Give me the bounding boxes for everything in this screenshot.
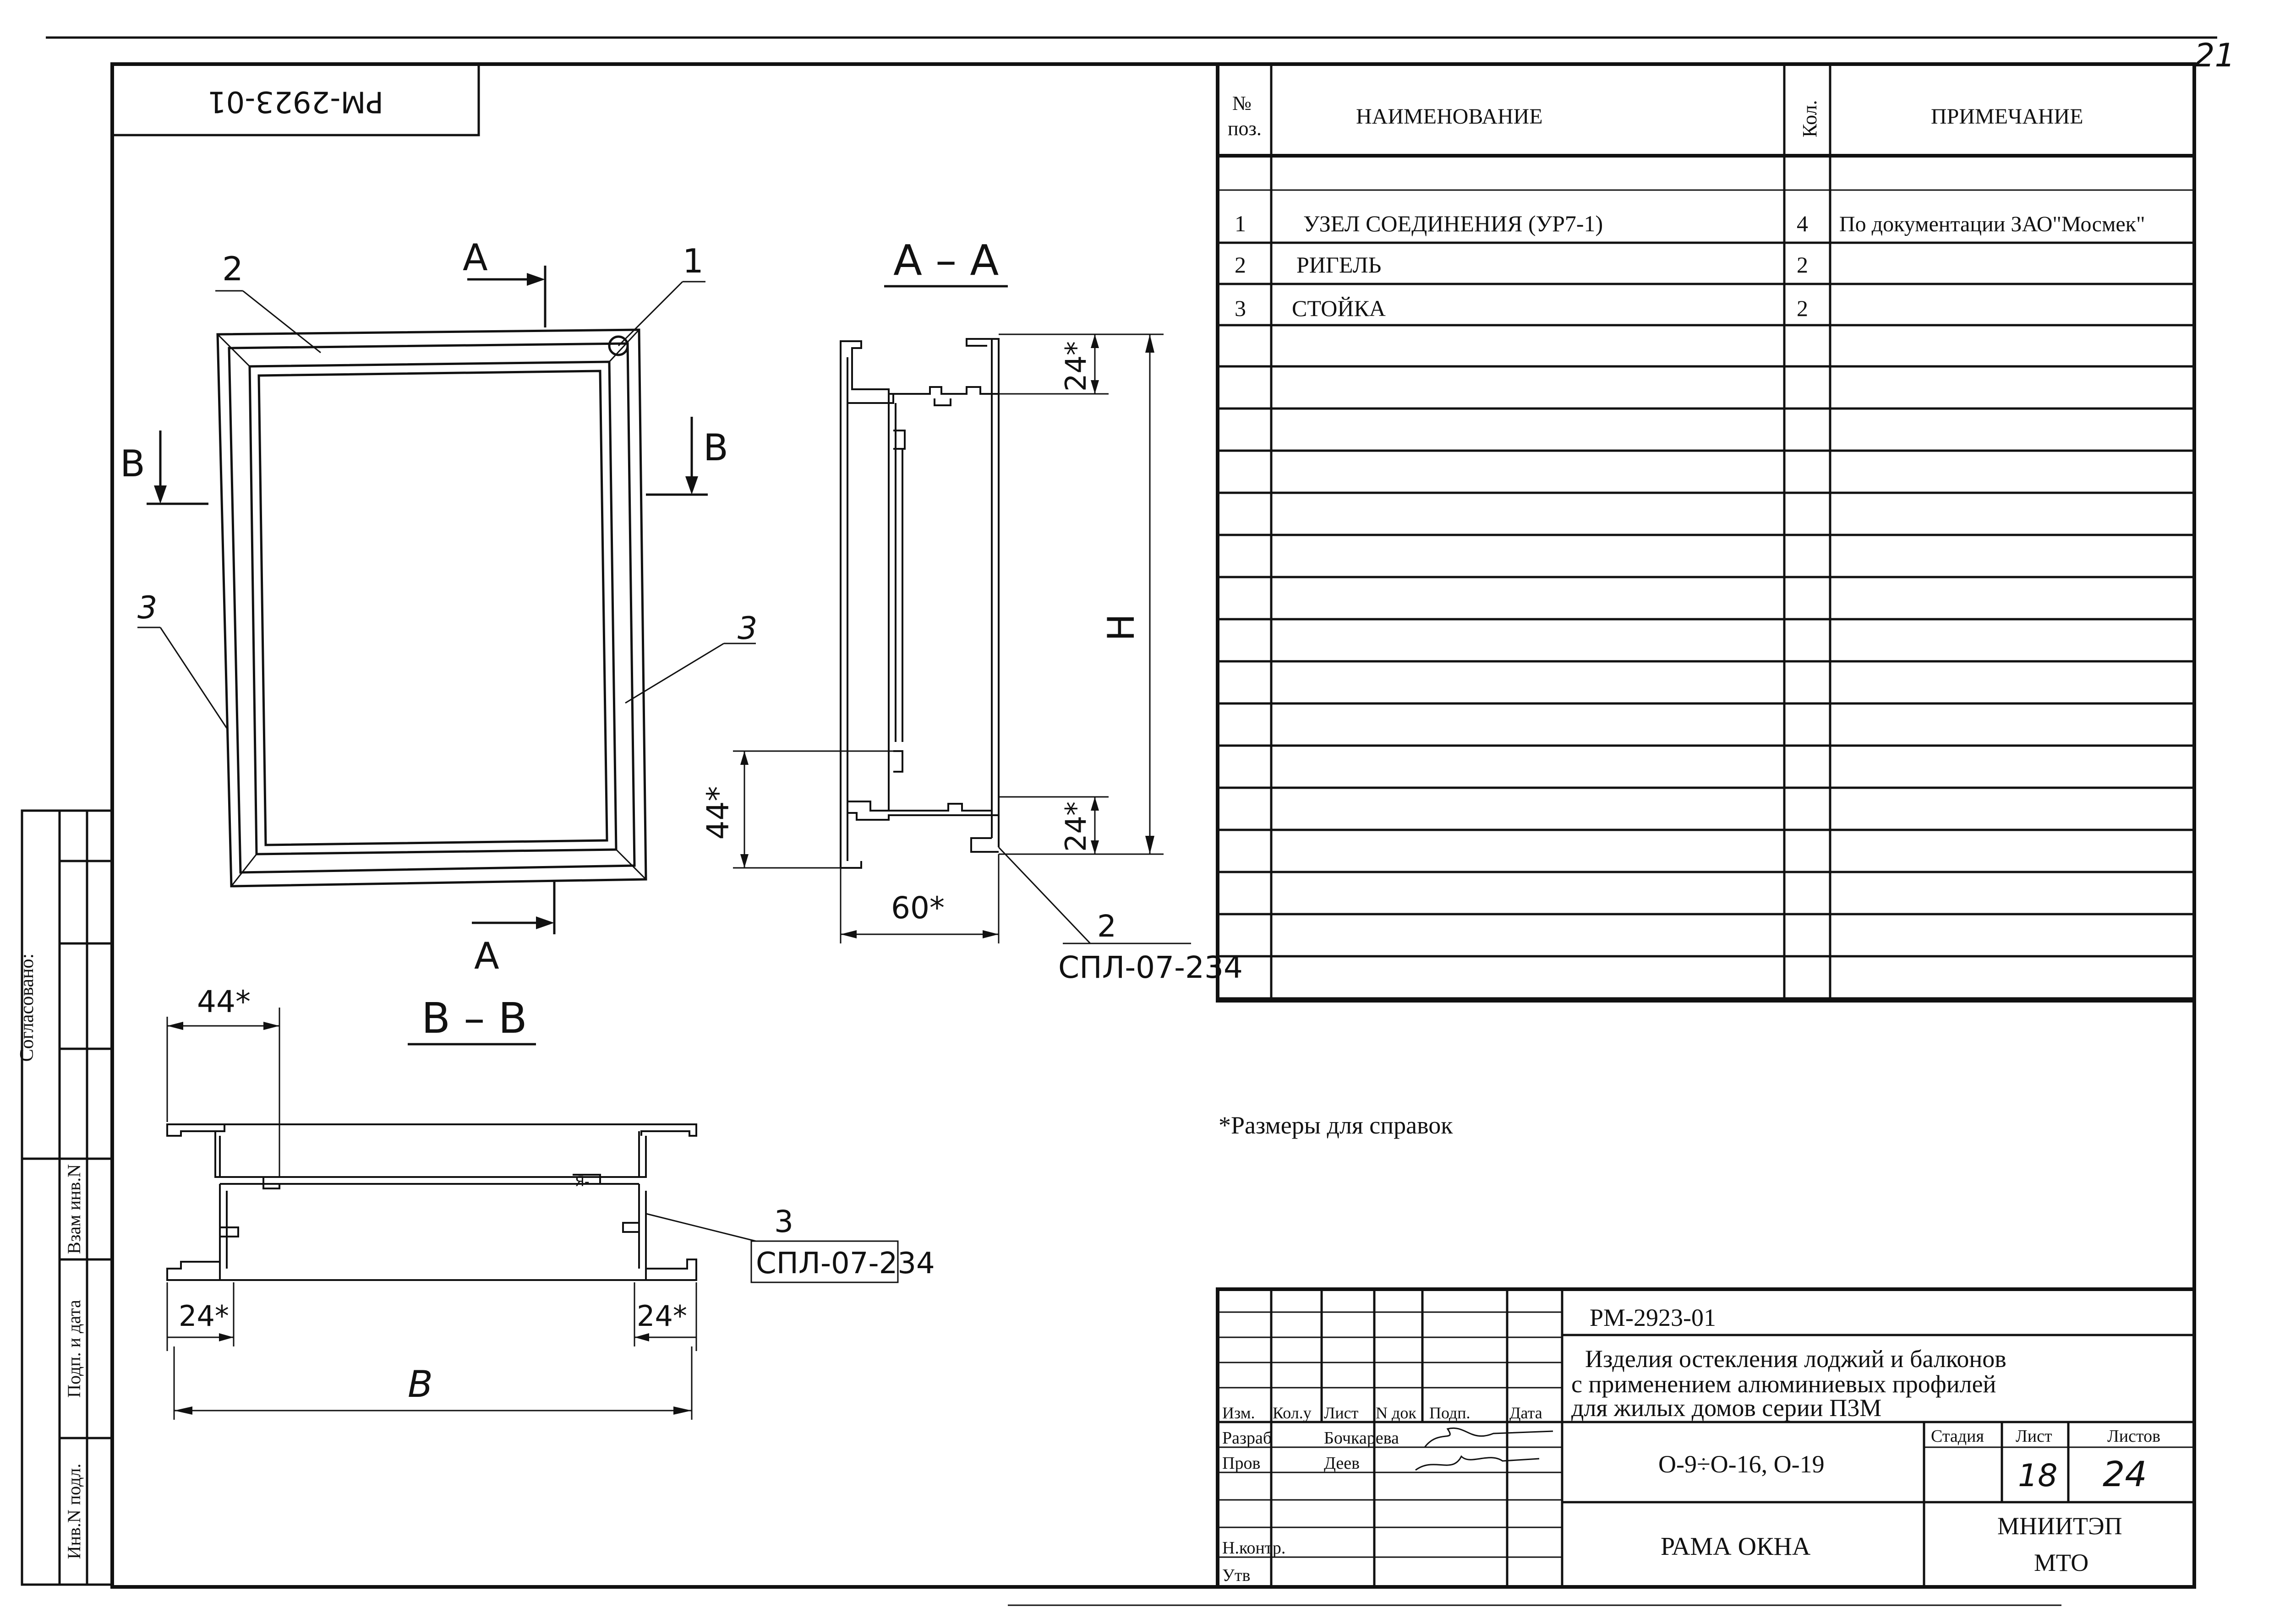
pos3-profile-label: 3: [774, 1204, 793, 1239]
signature-razrab: [1424, 1427, 1553, 1448]
dim-24-bb-left-label: 24*: [179, 1299, 229, 1333]
header-note: ПРИМЕЧАНИЕ: [1931, 104, 2083, 129]
pos2-profile-label: 2: [1097, 909, 1116, 944]
sign-date-label: Подп. и дата: [64, 1300, 84, 1398]
tb-sheet-value: 18: [2018, 1458, 2058, 1494]
row1-qty: 4: [1797, 211, 1808, 236]
tb-org-line2: МТО: [2034, 1549, 2088, 1576]
code-stamp-text: РМ-2923-01: [208, 84, 383, 118]
row3-qty: 2: [1797, 295, 1808, 321]
connection-node-marker: [608, 335, 629, 356]
tb-title-line2: с применением алюминиевых профилей: [1571, 1370, 1996, 1398]
dim-24-top-label: 24*: [1059, 341, 1093, 392]
dim-h-label: Н: [1100, 614, 1142, 641]
section-aa: А – А Н 24* 24*: [700, 236, 1243, 985]
row1-pos: 1: [1235, 211, 1246, 236]
tb-name-razrab: Бочкарева: [1324, 1428, 1399, 1448]
header-name: НАИМЕНОВАНИЕ: [1356, 104, 1543, 129]
side-approval-stamp: Согласовано: Взам инв.N Подп. и дата Инв…: [16, 809, 114, 1586]
inv-replace-label: Взам инв.N: [64, 1164, 84, 1254]
pos2-label: 2: [222, 250, 243, 288]
glazing-bead-mark: Я-: [575, 1174, 590, 1190]
signature-prov: [1415, 1455, 1540, 1471]
tb-title-line1: Изделия остекления лоджий и балконов: [1585, 1345, 2006, 1373]
row1-name: УЗЕЛ СОЕДИНЕНИЯ (УР7-1): [1303, 211, 1603, 236]
tb-stage-label: Стадия: [1931, 1427, 1984, 1446]
tb-role-razrab: Разраб: [1222, 1428, 1272, 1448]
tb-role-prov: Пров: [1222, 1454, 1260, 1473]
section-aa-title: А – А: [893, 236, 999, 285]
row1-note: По документации ЗАО"Мосмек": [1839, 212, 2145, 236]
row3-name: СТОЙКА: [1292, 295, 1386, 321]
pos1-label: 1: [683, 242, 704, 280]
profile-code-aa: СПЛ-07-234: [1058, 950, 1243, 985]
tb-role-nkontr: Н.контр.: [1222, 1538, 1285, 1558]
dim-24-bb-right-label: 24*: [637, 1299, 687, 1333]
dim-44-aa-label: 44*: [700, 786, 736, 840]
header-qty: Кол.: [1798, 100, 1821, 137]
tb-col-izm: Изм.: [1222, 1404, 1255, 1422]
row2-pos: 2: [1235, 252, 1246, 278]
inv-orig-label: Инв.N подл.: [64, 1464, 84, 1559]
tb-col-data: Дата: [1509, 1404, 1542, 1422]
tb-name-prov: Деев: [1324, 1454, 1360, 1473]
title-block: РМ-2923-01 Изделия остекления лоджий и б…: [1216, 1287, 2196, 1589]
cut-b-right-label: В: [703, 426, 728, 469]
pos3-left-label: 3: [137, 590, 157, 626]
tb-sheet-label: Лист: [2016, 1427, 2052, 1446]
header-pos2: поз.: [1228, 117, 1262, 140]
page-number: 21: [2194, 37, 2235, 74]
cut-b-left-label: В: [120, 442, 145, 485]
tb-sheets-label: Листов: [2107, 1427, 2160, 1446]
section-bb-title: В – В: [421, 994, 527, 1043]
tb-title-line3: для жилых домов серии П3М: [1571, 1394, 1881, 1422]
frame-elevation-view: 1 2 3 3 А А В В: [120, 236, 757, 977]
tb-col-podp: Подп.: [1429, 1404, 1470, 1422]
cut-a-top-label: А: [463, 236, 488, 279]
tb-col-kolu: Кол.у: [1273, 1404, 1312, 1422]
tb-drawing-name: РАМА ОКНА: [1661, 1532, 1811, 1561]
tb-marks: О-9÷О-16, О-19: [1658, 1450, 1825, 1478]
profile-callout-box: [750, 1240, 899, 1283]
row2-qty: 2: [1797, 252, 1808, 278]
reference-note: *Размеры для справок: [1219, 1112, 1453, 1139]
profile-code-bb: СПЛ-07-234: [756, 1247, 935, 1281]
tb-role-utv: Утв: [1222, 1566, 1250, 1585]
row2-name: РИГЕЛЬ: [1296, 252, 1381, 278]
tb-org-line1: МНИИТЭП: [1997, 1512, 2122, 1540]
tb-code: РМ-2923-01: [1590, 1304, 1716, 1331]
agreed-label: Согласовано:: [16, 954, 38, 1062]
section-bb: В – В Я- 44* 24* 24*: [166, 984, 935, 1420]
cut-a-bottom-label: А: [474, 935, 499, 977]
tb-col-ndok: N док: [1376, 1404, 1416, 1422]
tb-col-list: Лист: [1324, 1404, 1359, 1422]
row3-pos: 3: [1235, 295, 1246, 321]
dim-24-bottom-label: 24*: [1059, 801, 1093, 852]
specification-table: № поз. НАИМЕНОВАНИЕ Кол. ПРИМЕЧАНИЕ 1 УЗ…: [1216, 62, 2196, 1003]
tb-sheets-value: 24: [2103, 1454, 2147, 1494]
dim-b-label: В: [408, 1363, 433, 1406]
pos3-right-label: 3: [738, 610, 757, 647]
dim-60-label: 60*: [891, 890, 945, 926]
header-pos: №: [1232, 92, 1252, 114]
code-stamp-box: [111, 63, 480, 136]
dim-44-bb-label: 44*: [197, 984, 251, 1019]
